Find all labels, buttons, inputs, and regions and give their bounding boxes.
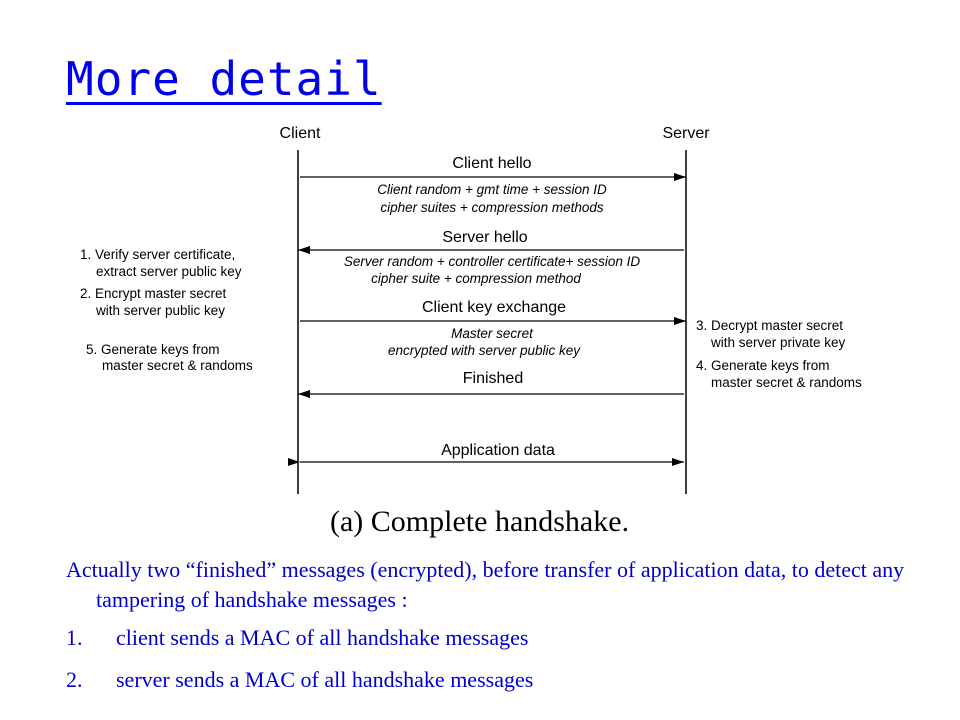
message-label-finished: Finished (463, 370, 523, 387)
mac-list: 1. client sends a MAC of all handshake m… (66, 623, 926, 695)
list-text: client sends a MAC of all handshake mess… (116, 625, 529, 650)
client-note: 5. Generate keys from (86, 342, 220, 357)
client-note: master secret & randoms (102, 358, 253, 373)
message-label-client-key-exchange: Client key exchange (422, 299, 566, 316)
server-note: 3. Decrypt master secret (696, 318, 843, 333)
message-label-client-hello: Client hello (452, 155, 531, 172)
slide-title: More detail (66, 52, 382, 106)
explanation-paragraph: Actually two “finished” messages (encryp… (66, 557, 905, 612)
message-detail: cipher suites + compression methods (380, 200, 603, 215)
slide-body: Actually two “finished” messages (encryp… (66, 555, 926, 707)
message-detail: Client random + gmt time + session ID (377, 182, 607, 197)
list-item: 1. client sends a MAC of all handshake m… (66, 623, 926, 653)
message-detail: Server random + controller certificate+ … (344, 254, 641, 269)
client-note: 2. Encrypt master secret (80, 286, 227, 301)
diagram-caption: (a) Complete handshake. (330, 505, 630, 538)
message-label-application-data: Application data (441, 442, 555, 459)
message-detail: cipher suite + compression method (371, 271, 581, 286)
message-detail: Master secret (451, 326, 534, 341)
server-note: with server private key (710, 335, 846, 350)
server-lifeline-label: Server (662, 125, 710, 142)
list-text: server sends a MAC of all handshake mess… (116, 667, 534, 692)
message-label-server-hello: Server hello (442, 229, 527, 246)
handshake-diagram: Client Server Client hello Client random… (80, 125, 862, 494)
list-number: 1. (66, 625, 83, 650)
client-note: with server public key (95, 303, 225, 318)
server-note: 4. Generate keys from (696, 358, 830, 373)
list-number: 2. (66, 667, 83, 692)
list-item: 2. server sends a MAC of all handshake m… (66, 665, 926, 695)
client-note: 1. Verify server certificate, (80, 247, 235, 262)
client-lifeline-label: Client (280, 125, 321, 142)
server-note: master secret & randoms (711, 375, 862, 390)
message-detail: encrypted with server public key (388, 343, 581, 358)
client-note: extract server public key (96, 264, 242, 279)
